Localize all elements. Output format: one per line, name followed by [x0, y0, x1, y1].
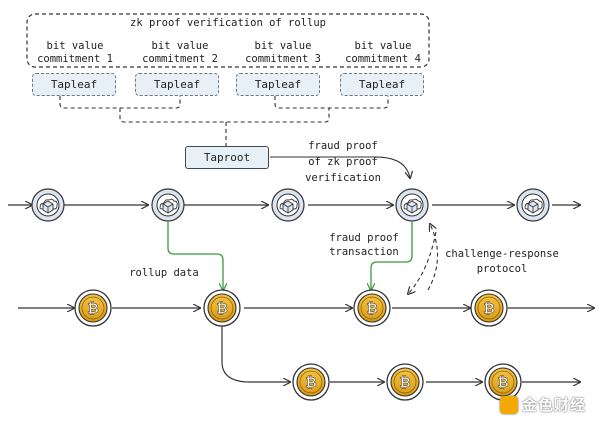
- cube-cloud-icon: [271, 188, 305, 222]
- watermark-coin-icon: [499, 395, 518, 414]
- fraud-proof-transaction-line1: fraud proof: [329, 232, 399, 244]
- fraud-proof-verification-line1: fraud proof: [308, 140, 378, 152]
- btc-fork-branch: [221, 326, 290, 382]
- tree-connector-right: [274, 96, 389, 109]
- zk-proof-container: [26, 13, 430, 68]
- cube-cloud-icon: [395, 188, 429, 222]
- commitment-3-line1: bit value: [254, 40, 312, 52]
- tapleaf-2: Tapleaf: [135, 73, 219, 96]
- challenge-response-line1: challenge-response: [445, 248, 559, 260]
- svg-text:₿: ₿: [497, 375, 508, 391]
- tapleaf-1: Tapleaf: [32, 73, 116, 96]
- fraud-proof-transaction-arrow: [371, 222, 413, 290]
- bitcoin-coin-icon: ₿: [470, 289, 508, 327]
- commitment-1-line2: commitment 1: [37, 53, 113, 65]
- bitcoin-coin-icon: ₿: [292, 363, 330, 401]
- fraud-proof-verification-line3: verification: [305, 172, 381, 184]
- taproot-box: Taproot: [185, 146, 269, 169]
- bitcoin-coin-icon: ₿: [353, 289, 391, 327]
- watermark-logo: 金色财经: [499, 394, 586, 415]
- tapleaf-3: Tapleaf: [236, 73, 320, 96]
- cube-cloud-icon: [516, 188, 550, 222]
- bitcoin-coin-icon: ₿: [203, 289, 241, 327]
- bitcoin-coin-icon: ₿: [386, 363, 424, 401]
- challenge-response-line2: protocol: [476, 263, 528, 275]
- svg-text:₿: ₿: [216, 301, 227, 317]
- fraud-proof-verification-line2: of zk proof: [308, 156, 378, 168]
- commitment-2-line1: bit value: [151, 40, 209, 52]
- zk-proof-title: zk proof verification of rollup: [130, 17, 326, 29]
- tapleaf-4: Tapleaf: [340, 73, 424, 96]
- cube-cloud-icon: [151, 188, 185, 222]
- challenge-response-arrow-down: [408, 231, 437, 294]
- tree-connector-middle: [119, 108, 330, 123]
- cube-cloud-icon: [31, 188, 65, 222]
- svg-text:₿: ₿: [483, 301, 494, 317]
- svg-text:₿: ₿: [305, 375, 316, 391]
- commitment-4-line1: bit value: [354, 40, 412, 52]
- svg-text:₿: ₿: [399, 375, 410, 391]
- fraud-proof-transaction-line2: transaction: [329, 246, 399, 258]
- commitment-3-line2: commitment 3: [245, 53, 321, 65]
- svg-text:₿: ₿: [87, 301, 98, 317]
- taproot-to-node-arrow: [270, 156, 410, 178]
- tree-connector-left: [59, 96, 181, 109]
- bitcoin-coin-icon: ₿: [74, 289, 112, 327]
- rollup-data-label: rollup data: [129, 267, 199, 279]
- svg-text:₿: ₿: [366, 301, 377, 317]
- commitment-1-line1: bit value: [46, 40, 104, 52]
- commitment-2-line2: commitment 2: [142, 53, 218, 65]
- commitment-4-line2: commitment 4: [345, 53, 421, 65]
- watermark-text: 金色财经: [521, 396, 586, 414]
- rollup-data-arrow: [167, 222, 223, 290]
